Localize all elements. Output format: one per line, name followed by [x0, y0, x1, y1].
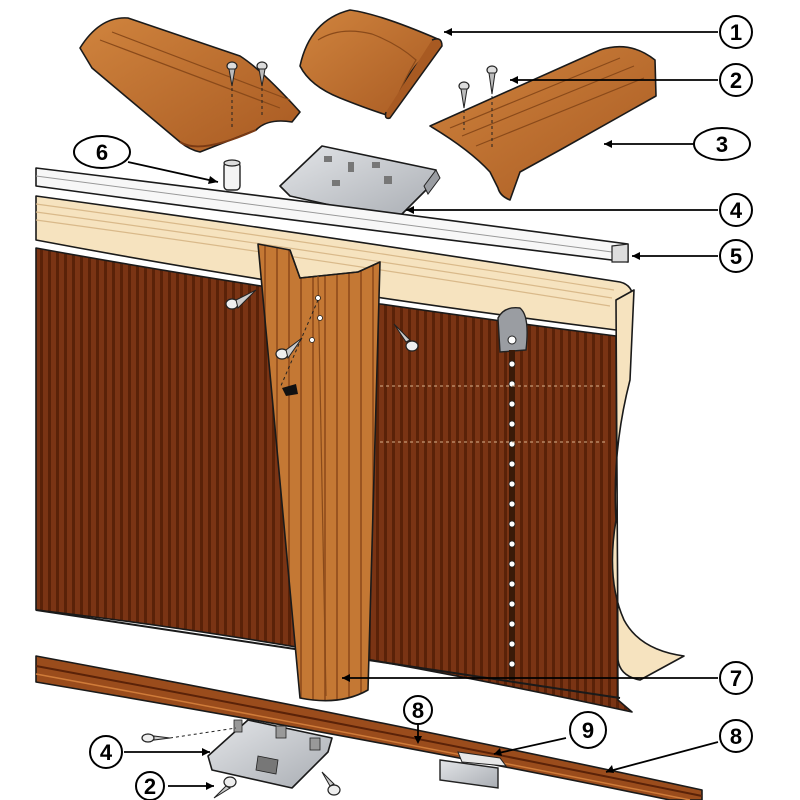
- svg-text:3: 3: [716, 132, 728, 157]
- post-cover-cap: [299, 9, 443, 120]
- svg-text:2: 2: [730, 68, 742, 93]
- bottom-connector-plate: [207, 719, 333, 789]
- svg-text:1: 1: [730, 20, 742, 45]
- leader-arrowheads: [202, 28, 640, 790]
- callout-8-right: 8: [719, 719, 753, 753]
- liner-hook: [497, 307, 528, 353]
- screw-bottom-c: [321, 771, 341, 796]
- screw-left-cap-a: [226, 61, 238, 128]
- screw-right-cap-b: [486, 65, 498, 150]
- callout-4-bottom: 4: [89, 735, 123, 769]
- callout-1: 1: [719, 15, 753, 49]
- rail-joint-clip: [439, 751, 508, 789]
- bolt-post: [282, 384, 298, 396]
- liner-hole-strip: [508, 350, 516, 680]
- spacer-sleeve: [223, 159, 241, 191]
- callout-8-left: 8: [403, 695, 433, 725]
- screw-left-cap-b: [256, 61, 268, 118]
- callout-6: 6: [73, 135, 131, 169]
- svg-text:8: 8: [412, 698, 424, 723]
- screw-bottom-b: [213, 776, 237, 799]
- svg-text:9: 9: [582, 718, 594, 743]
- alignment-guides: [296, 385, 606, 443]
- callout-9: 9: [569, 711, 607, 749]
- screw-bottom-a: [141, 727, 237, 743]
- screw-post: [275, 337, 303, 360]
- leader-lines: [124, 31, 719, 787]
- svg-text:8: 8: [730, 724, 742, 749]
- callout-4: 4: [719, 193, 753, 227]
- callout-3: 3: [693, 127, 751, 161]
- liner-flap: [611, 289, 685, 681]
- svg-text:2: 2: [144, 774, 156, 799]
- svg-text:6: 6: [96, 140, 108, 165]
- svg-text:4: 4: [100, 740, 113, 765]
- upright-post: [257, 243, 381, 702]
- svg-text:4: 4: [730, 198, 743, 223]
- svg-text:5: 5: [730, 244, 742, 269]
- bottom-rail: [35, 655, 703, 800]
- screw-right-cap-a: [458, 81, 470, 130]
- screw-wall-left: [225, 289, 257, 310]
- top-rail: [35, 167, 629, 263]
- callout-2: 2: [719, 63, 753, 97]
- screw-wall-right: [393, 323, 419, 352]
- callout-7: 7: [719, 661, 753, 695]
- top-cap-left: [79, 17, 301, 153]
- top-cap-right: [429, 45, 657, 201]
- svg-text:7: 7: [730, 666, 742, 691]
- callout-2-bottom: 2: [135, 771, 165, 800]
- callout-5: 5: [719, 239, 753, 273]
